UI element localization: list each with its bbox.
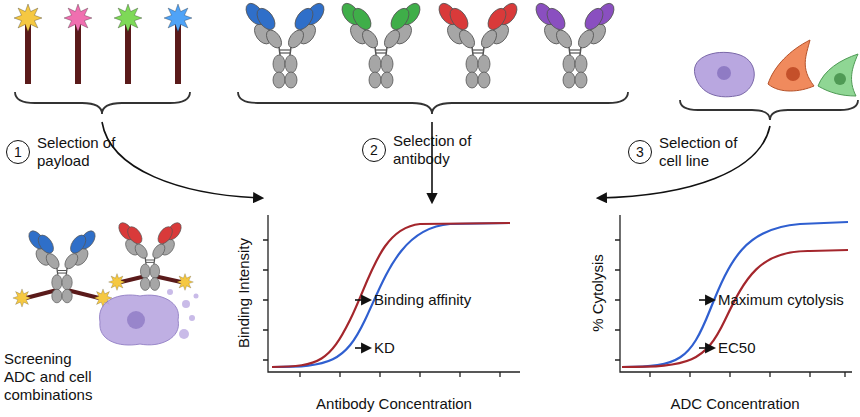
- adc-antibody: [26, 228, 98, 303]
- cytolysis-curve: [622, 222, 848, 367]
- payload-star: [109, 274, 126, 291]
- payload-star: [13, 289, 31, 307]
- axis-tick: [263, 240, 268, 360]
- antibody-icon: [242, 0, 327, 88]
- cell-nucleus: [786, 67, 800, 81]
- axis-title: % Cytolysis: [589, 254, 607, 332]
- chart-axis: [620, 215, 852, 372]
- chart-axis: [268, 215, 520, 372]
- payload-icon: [14, 4, 42, 84]
- cell-nucleus: [834, 73, 846, 85]
- cell-fragment: [179, 329, 189, 339]
- pointer-arrow: [355, 347, 370, 349]
- antibody-icon: [435, 0, 520, 88]
- axis-title: Antibody Concentration: [316, 395, 472, 413]
- pointer-arrow: [699, 299, 714, 301]
- cell-fragment: [167, 289, 173, 295]
- annotation: KD: [374, 339, 395, 357]
- cytolysis-curve: [622, 250, 848, 367]
- bracket: [238, 92, 628, 114]
- antibody-icon: [532, 0, 617, 88]
- cell-nucleus: [127, 311, 145, 329]
- step-caption: Selection of payload: [37, 134, 119, 170]
- axis-title: Binding Intensity: [235, 238, 253, 348]
- antibody-icon: [338, 0, 423, 88]
- axis-tick: [300, 372, 500, 377]
- step-number-circle: 1Selection of payload: [6, 140, 30, 164]
- bracket: [15, 92, 190, 114]
- payload-icon: [64, 4, 92, 84]
- annotation: Binding affinity: [374, 291, 471, 309]
- axis-title: ADC Concentration: [670, 395, 799, 413]
- step-number-circle: 2Selection of antibody: [362, 138, 386, 162]
- payload-icon: [114, 4, 142, 84]
- step-number: 2: [363, 139, 385, 161]
- step-number: 3: [629, 141, 651, 163]
- cell-icon: [768, 40, 814, 91]
- panel-caption: Screening ADC and cell combinations: [4, 350, 104, 404]
- cell-icon: [694, 52, 754, 96]
- step-caption: Selection of cell line: [659, 134, 749, 170]
- cell-fragment: [194, 294, 199, 299]
- flow-arrow: [598, 126, 770, 198]
- cell-nucleus: [717, 66, 731, 80]
- axis-tick: [615, 240, 620, 360]
- cell-fragment: [182, 300, 190, 308]
- annotation: EC50: [718, 339, 756, 357]
- flow-arrow: [102, 122, 262, 198]
- pointer-arrow: [699, 347, 714, 349]
- adc-antibody: [116, 220, 184, 290]
- annotation: Maximum cytolysis: [718, 291, 844, 309]
- step-caption: Selection of antibody: [393, 132, 479, 168]
- step-number-circle: 3Selection of cell line: [628, 140, 652, 164]
- dying-cell: [100, 295, 179, 345]
- cell-icon: [818, 54, 858, 96]
- step-number: 1: [7, 141, 29, 163]
- payload-icon: [164, 4, 192, 84]
- payload-star: [177, 274, 194, 291]
- binding-curve: [272, 223, 510, 367]
- pointer-arrow: [355, 299, 370, 301]
- cell-fragment: [189, 315, 195, 321]
- binding-curve: [272, 223, 510, 367]
- axis-tick: [650, 372, 845, 377]
- bracket: [680, 100, 858, 120]
